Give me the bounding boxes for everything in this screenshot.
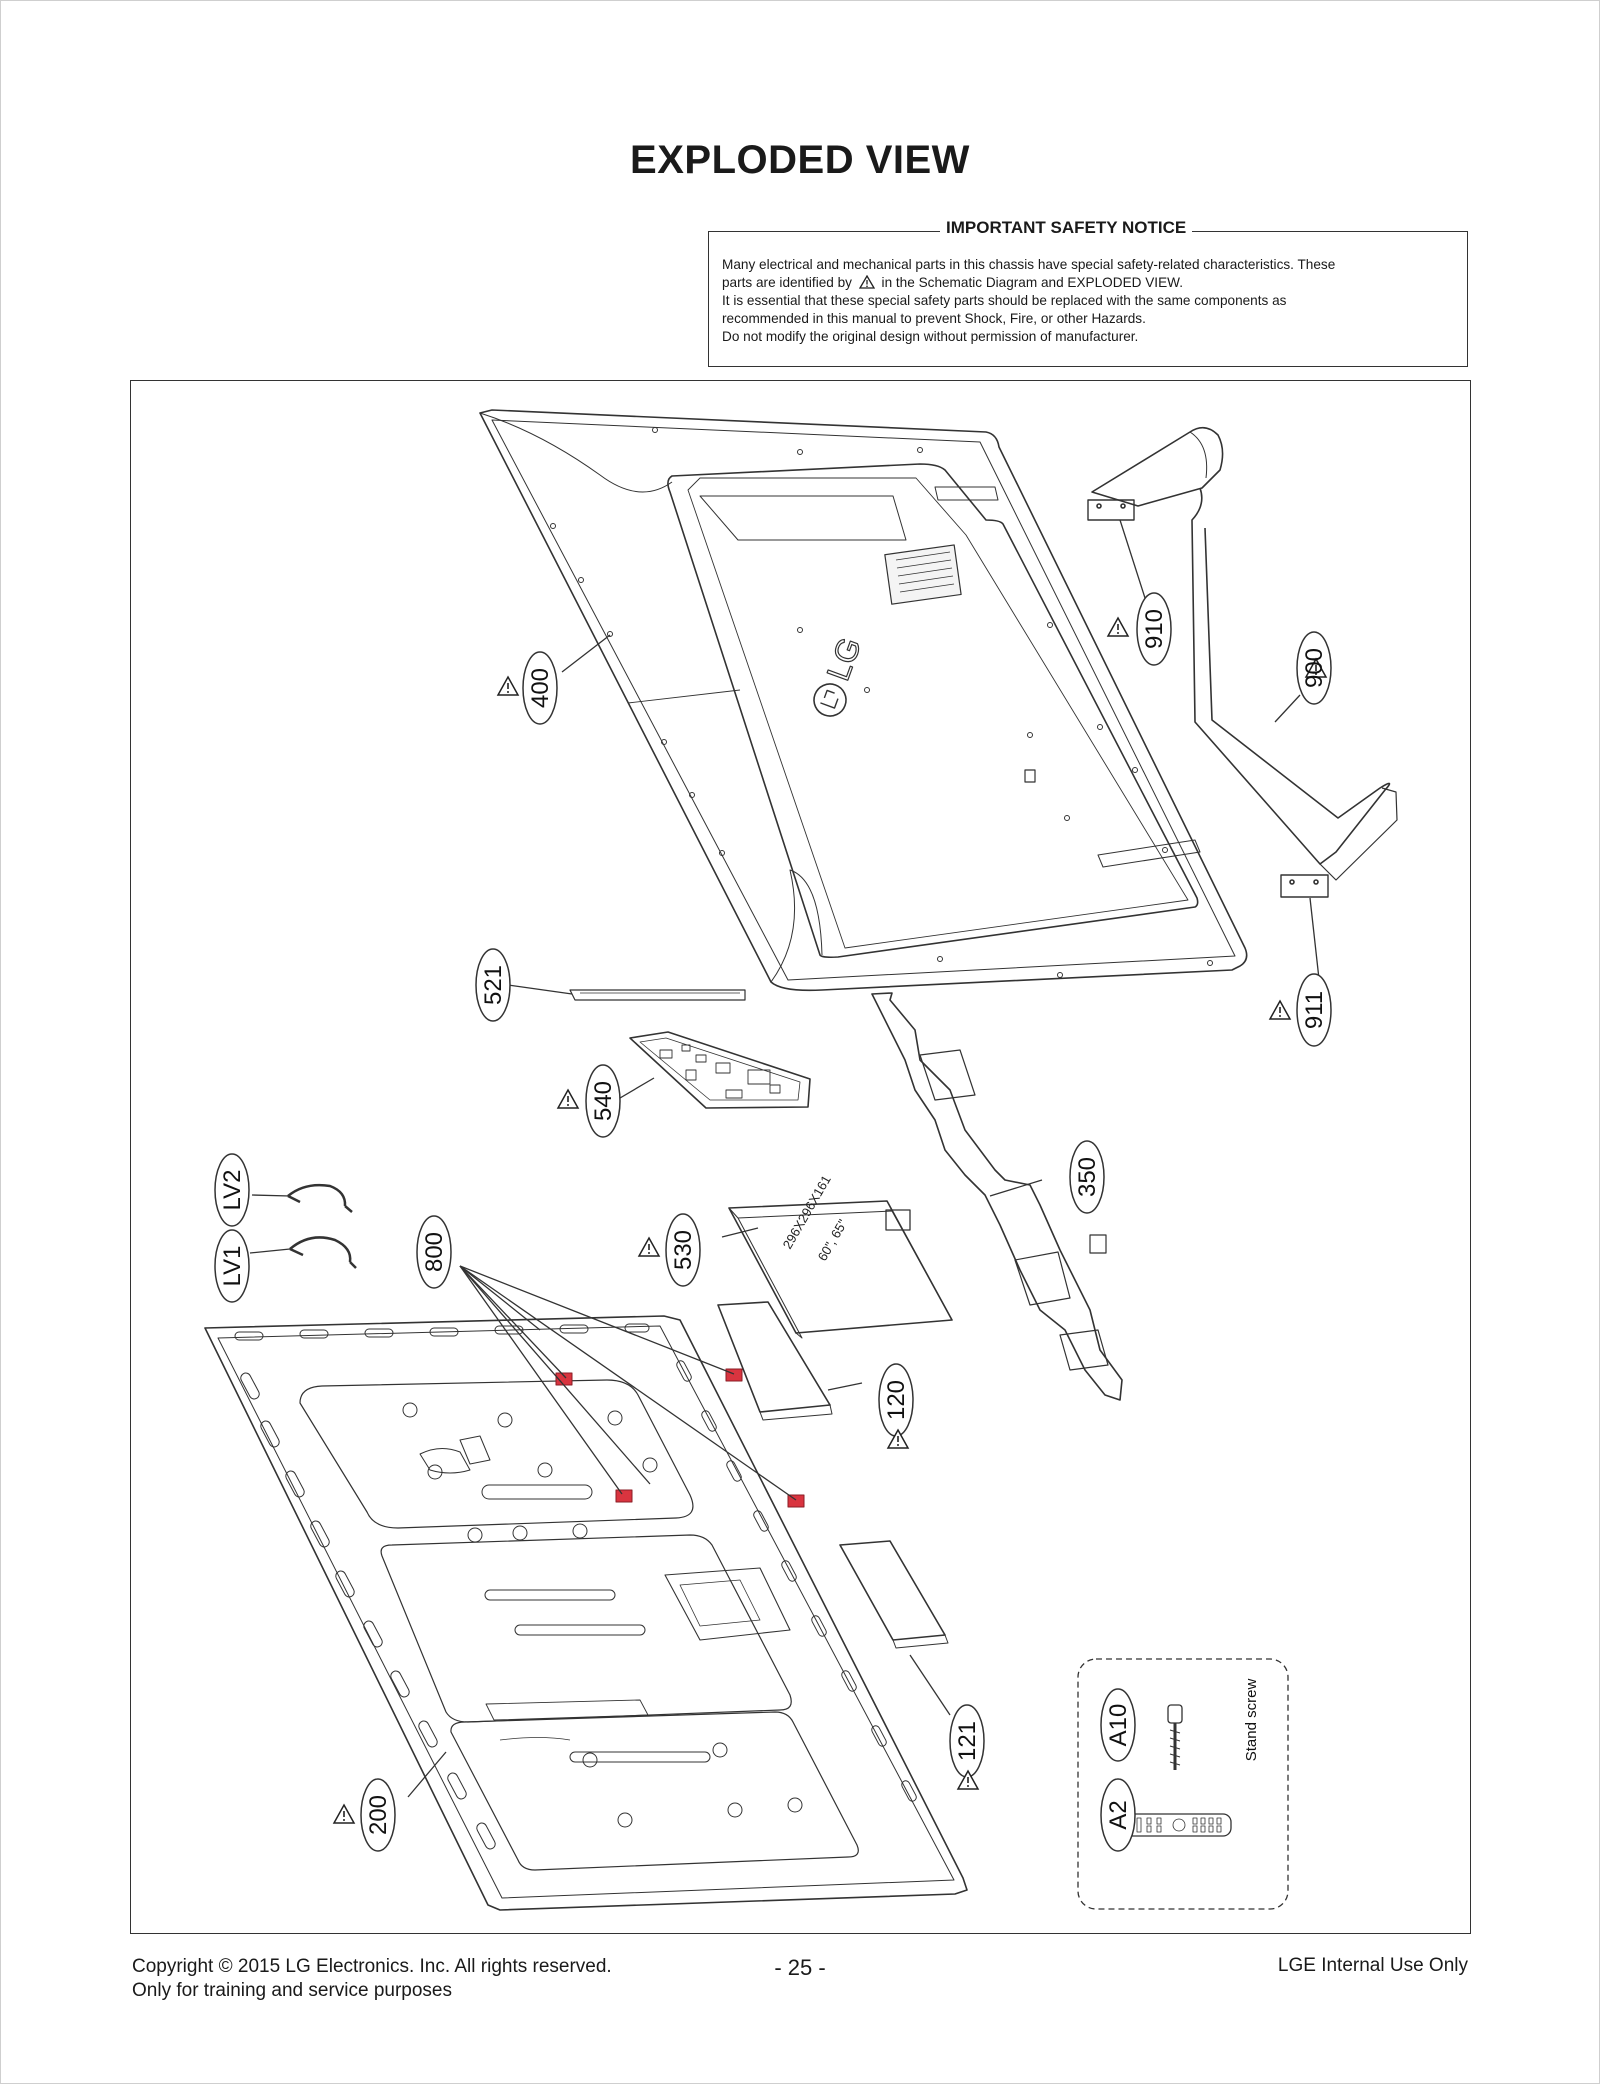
page-title: EXPLODED VIEW: [630, 138, 970, 182]
packing-box-121: [839, 1540, 949, 1649]
callout-labels: 400 910 900 911 521 540 350 530 120 121 …: [219, 609, 1328, 1835]
diagram-frame: [130, 380, 1471, 1934]
packing-box-120: [717, 1301, 833, 1421]
callout-a10: A10: [1105, 1704, 1132, 1747]
callout-800: 800: [421, 1232, 448, 1272]
safety-warning-icons: [333, 617, 1327, 1824]
callout-900: 900: [1301, 648, 1328, 688]
callout-530: 530: [670, 1230, 697, 1270]
safety-notice-body: Many electrical and mechanical parts in …: [722, 256, 1454, 346]
box-size-label-2: 60", 65": [815, 1216, 851, 1263]
screw-holes: [550, 427, 1213, 978]
stand-part: [1087, 426, 1398, 898]
red-clips-800: [555, 1368, 805, 1508]
notice-line-2-pre: parts are identified by: [722, 275, 852, 290]
stand-screw-label: Stand screw: [1243, 1679, 1260, 1762]
accessories-inset: [1077, 1658, 1289, 1910]
callout-lv2: LV2: [219, 1170, 246, 1211]
speaker-bracket-part: [871, 992, 1123, 1401]
stand-screw-part: [1167, 1704, 1183, 1770]
power-board-part: 296X296X161 60", 65": [728, 1173, 953, 1339]
footer-copyright: Copyright © 2015 LG Electronics. Inc. Al…: [132, 1956, 612, 1977]
callout-350: 350: [1074, 1157, 1101, 1197]
callout-121: 121: [954, 1721, 981, 1761]
footer-left: Copyright © 2015 LG Electronics. Inc. Al…: [132, 1955, 612, 2003]
main-board-bracket: [569, 989, 746, 1001]
lg-logo-icon: LG: [813, 632, 869, 717]
callout-120: 120: [883, 1380, 910, 1420]
remote-control-part: [1120, 1813, 1232, 1837]
back-cover-part: LG: [479, 409, 1248, 992]
callout-400: 400: [527, 668, 554, 708]
footer-training: Only for training and service purposes: [132, 1980, 452, 2001]
leader-lines: [249, 519, 1321, 1798]
notice-line-2-post: in the Schematic Diagram and EXPLODED VI…: [881, 275, 1183, 290]
callout-521: 521: [480, 965, 507, 1005]
lvds-cables: [287, 1183, 357, 1269]
callout-lv1: LV1: [219, 1246, 246, 1287]
warning-triangle-icon: [858, 275, 875, 289]
notice-line-5: Do not modify the original design withou…: [722, 329, 1139, 344]
notice-line-2: parts are identified by in the Schematic…: [722, 274, 1454, 292]
callout-540: 540: [590, 1081, 617, 1121]
main-board-part: [569, 989, 811, 1109]
safety-notice-title: IMPORTANT SAFETY NOTICE: [940, 218, 1193, 238]
footer-internal: LGE Internal Use Only: [1277, 1955, 1468, 1976]
callout-910: 910: [1141, 609, 1168, 649]
rear-frame-part: [204, 1315, 968, 1911]
notice-line-1: Many electrical and mechanical parts in …: [722, 257, 1336, 272]
notice-line-4: recommended in this manual to prevent Sh…: [722, 311, 1146, 326]
callout-911: 911: [1301, 991, 1328, 1029]
callout-200: 200: [365, 1795, 392, 1835]
back-cover-logo: LG: [820, 633, 868, 685]
callout-a2: A2: [1105, 1800, 1132, 1829]
callout-ellipses: [214, 592, 1332, 1852]
page-number: - 25 -: [774, 1955, 826, 1980]
notice-line-3: It is essential that these special safet…: [722, 293, 1287, 308]
